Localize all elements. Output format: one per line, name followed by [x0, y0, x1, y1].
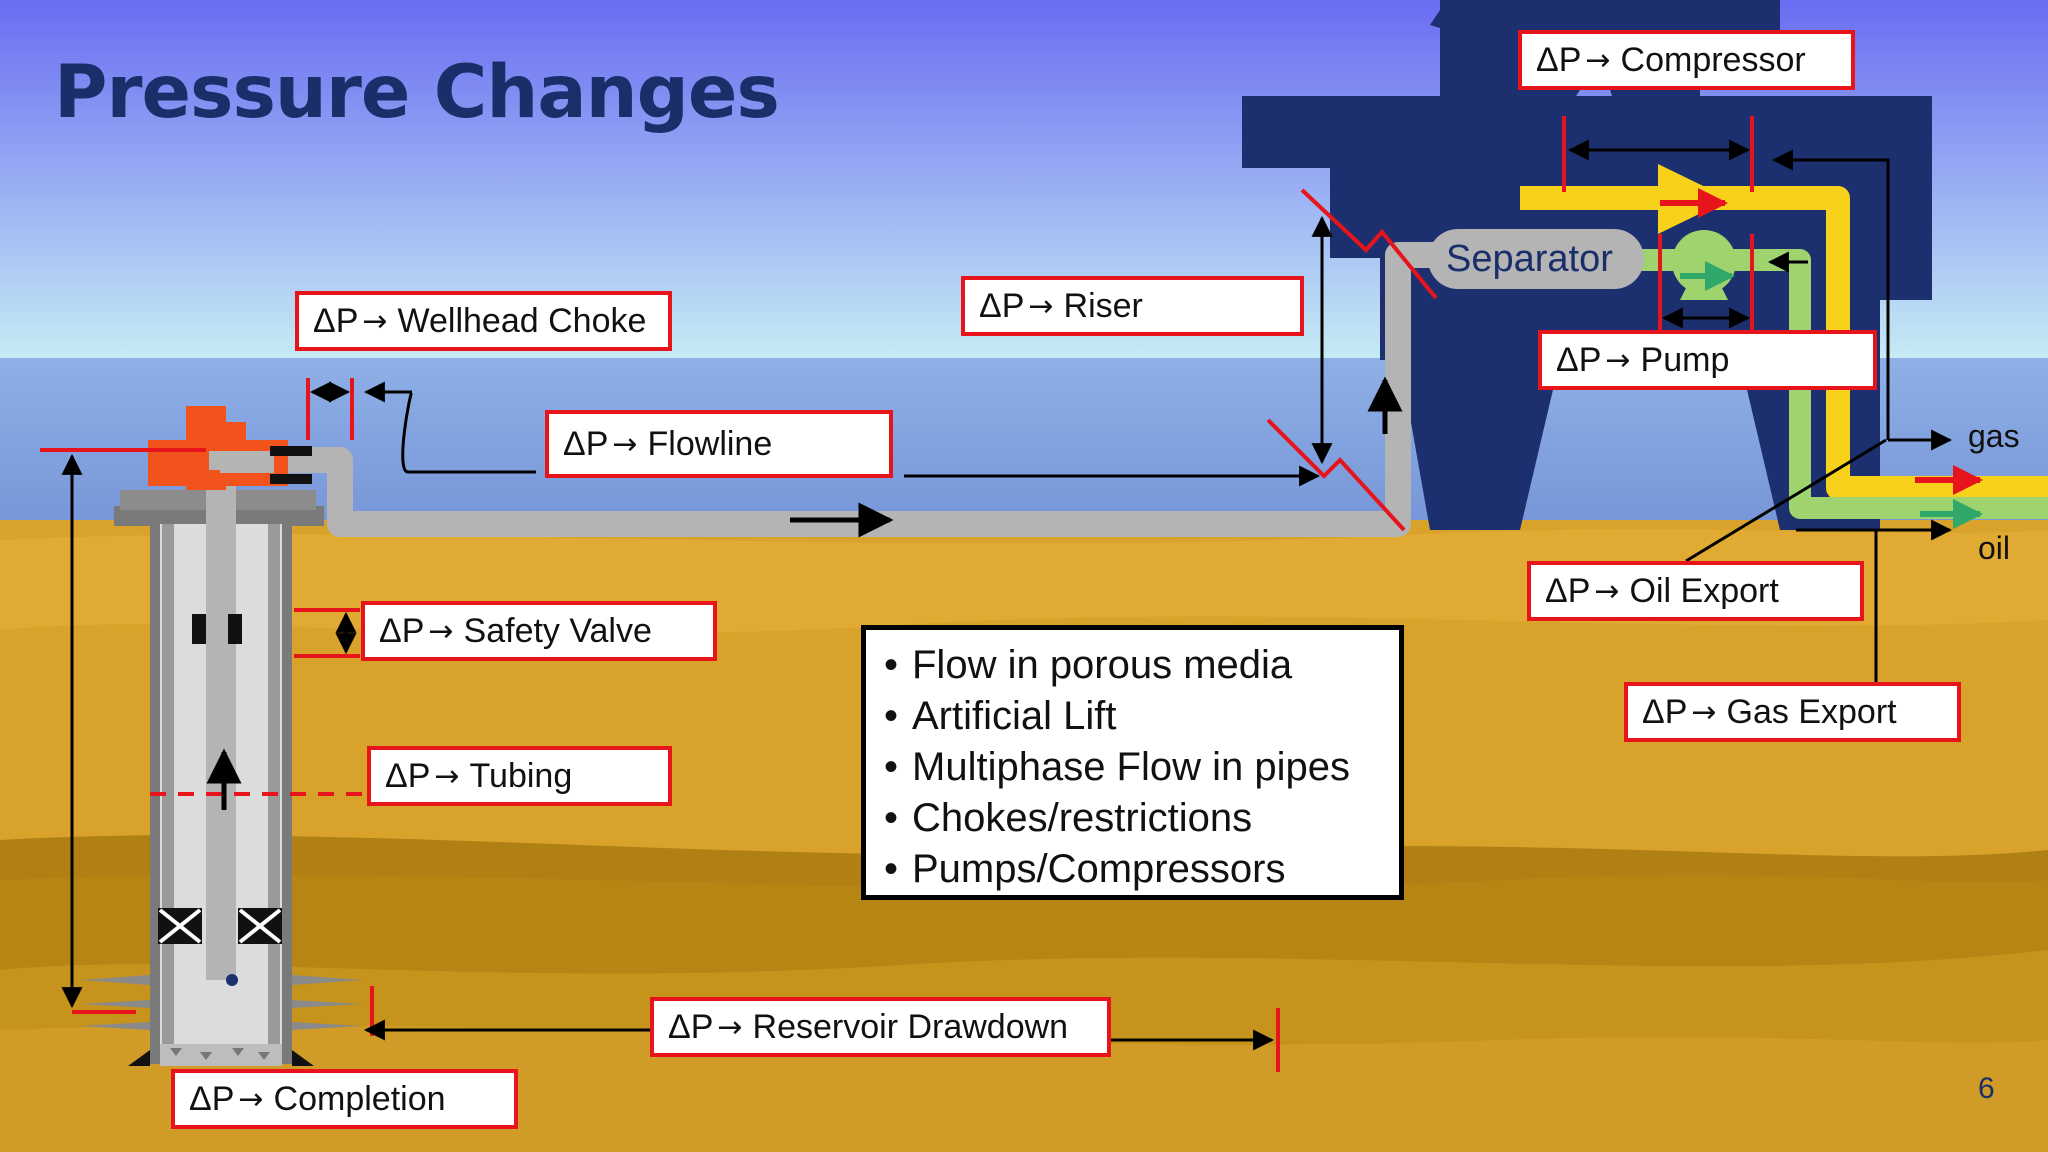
- oil-outlet-label: oil: [1978, 530, 2011, 566]
- right-arrow-icon: →: [612, 426, 638, 462]
- page-number: 6: [1978, 1072, 1995, 1105]
- delta-p-symbol: ΔP: [1642, 692, 1688, 731]
- delta-p-symbol: ΔP: [385, 756, 431, 795]
- delta-p-symbol: ΔP: [189, 1079, 235, 1118]
- right-arrow-icon: →: [238, 1081, 264, 1117]
- label-wellhead-choke: ΔP→Wellhead Choke: [295, 291, 672, 351]
- label-flowline: ΔP→Flowline: [545, 410, 893, 478]
- right-arrow-icon: →: [717, 1009, 743, 1045]
- perforations: [80, 975, 362, 1030]
- label-text: Oil Export: [1629, 571, 1779, 610]
- label-text: Safety Valve: [463, 611, 652, 650]
- wellhead-choke-icon: [270, 446, 312, 484]
- label-gas-export: ΔP→Gas Export: [1624, 682, 1961, 742]
- label-text: Tubing: [469, 756, 573, 795]
- right-arrow-icon: →: [362, 303, 388, 339]
- right-arrow-icon: →: [1028, 288, 1054, 324]
- label-riser: ΔP→Riser: [961, 276, 1304, 336]
- label-tubing: ΔP→Tubing: [367, 746, 672, 806]
- label-oil-export: ΔP→Oil Export: [1527, 561, 1864, 621]
- bullet-item: Chokes/restrictions: [884, 793, 1399, 844]
- delta-p-symbol: ΔP: [313, 301, 359, 340]
- safety-valve-icon: [192, 614, 242, 644]
- bullet-item: Artificial Lift: [884, 691, 1399, 742]
- packer-icon: [158, 908, 282, 944]
- label-compressor: ΔP→Compressor: [1518, 30, 1855, 90]
- delta-p-symbol: ΔP: [379, 611, 425, 650]
- dimension-lines: [61, 139, 1953, 1051]
- delta-p-symbol: ΔP: [1536, 40, 1582, 79]
- label-text: Compressor: [1620, 40, 1806, 79]
- label-text: Pump: [1640, 340, 1730, 379]
- label-completion: ΔP→Completion: [171, 1069, 518, 1129]
- separator-vessel-icon: [1428, 229, 1644, 289]
- bullet-list: Flow in porous media Artificial Lift Mul…: [861, 625, 1404, 900]
- bullet-item: Multiphase Flow in pipes: [884, 742, 1399, 793]
- label-text: Flowline: [647, 424, 773, 463]
- right-arrow-icon: →: [1585, 42, 1611, 78]
- label-safety-valve: ΔP→Safety Valve: [361, 601, 717, 661]
- compressor-arrow-icon: [1658, 164, 1730, 234]
- delta-p-symbol: ΔP: [563, 424, 609, 463]
- right-arrow-icon: →: [1691, 694, 1717, 730]
- label-text: Riser: [1063, 286, 1143, 325]
- delta-p-symbol: ΔP: [1556, 340, 1602, 379]
- delta-p-symbol: ΔP: [979, 286, 1025, 325]
- label-text: Wellhead Choke: [397, 301, 647, 340]
- delta-p-symbol: ΔP: [668, 1007, 714, 1046]
- flow-arrows: [206, 376, 1403, 810]
- label-pump: ΔP→Pump: [1538, 330, 1877, 390]
- slide-title: Pressure Changes: [54, 50, 780, 135]
- separator-label: Separator: [1446, 238, 1613, 280]
- label-text: Reservoir Drawdown: [752, 1007, 1069, 1046]
- delta-p-symbol: ΔP: [1545, 571, 1591, 610]
- gas-outlet-label: gas: [1968, 418, 2020, 454]
- label-reservoir-drawdown: ΔP→Reservoir Drawdown: [650, 997, 1111, 1057]
- right-arrow-icon: →: [1605, 342, 1631, 378]
- right-arrow-icon: →: [434, 758, 460, 794]
- right-arrow-icon: →: [428, 613, 454, 649]
- bullet-item: Pumps/Compressors: [884, 844, 1399, 895]
- label-text: Completion: [273, 1079, 446, 1118]
- markers: [40, 116, 1754, 1072]
- label-text: Gas Export: [1726, 692, 1897, 731]
- bullet-item: Flow in porous media: [884, 640, 1399, 691]
- right-arrow-icon: →: [1594, 573, 1620, 609]
